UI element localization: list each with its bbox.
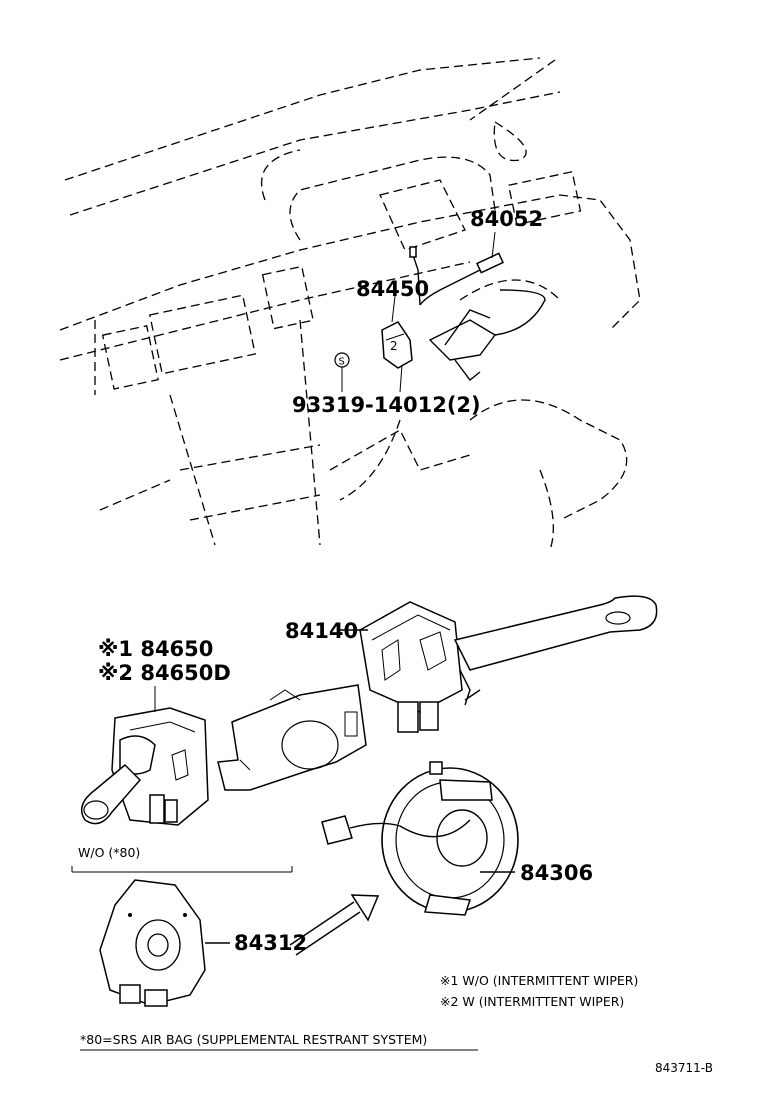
label-84450: 84450 <box>356 277 429 301</box>
bulb-socket-84052 <box>409 246 504 306</box>
svg-text:2: 2 <box>390 339 398 353</box>
variant-section: W/O (*80) <box>71 845 293 873</box>
variant-header: W/O (*80) <box>78 845 140 860</box>
label-84650: ※1 84650 <box>98 637 213 661</box>
footnote: *80=SRS AIR BAG (SUPPLEMENTAL RESTRANT S… <box>80 1032 427 1047</box>
leader-84052 <box>491 231 496 259</box>
switch-bracket <box>217 684 367 791</box>
combination-switch-84140 <box>359 595 658 733</box>
label-84312: 84312 <box>234 931 307 955</box>
leader-84450 <box>391 295 396 323</box>
label-84052: 84052 <box>470 207 543 231</box>
screw-symbol: S <box>334 352 350 392</box>
figure-id: 843711-B <box>655 1061 713 1075</box>
arrow-icon <box>289 894 380 956</box>
leader-93319 <box>399 364 403 393</box>
label-84140: 84140 <box>285 619 358 643</box>
label-93319: 93319-14012(2) <box>292 393 481 417</box>
note-2: ※2 W (INTERMITTENT WIPER) <box>440 994 624 1009</box>
dashboard-outline <box>59 57 641 551</box>
column-assembly-upper <box>428 289 546 381</box>
svg-text:S: S <box>339 357 345 368</box>
label-84306: 84306 <box>520 861 593 885</box>
spiral-cable-84312 <box>99 879 206 1007</box>
spiral-cable-84306 <box>321 761 519 916</box>
label-84650D: ※2 84650D <box>98 661 231 685</box>
note-1: ※1 W/O (INTERMITTENT WIPER) <box>440 973 638 988</box>
turn-signal-switch-84650 <box>80 707 209 826</box>
hazard-switch-84450: 2 <box>381 321 413 369</box>
